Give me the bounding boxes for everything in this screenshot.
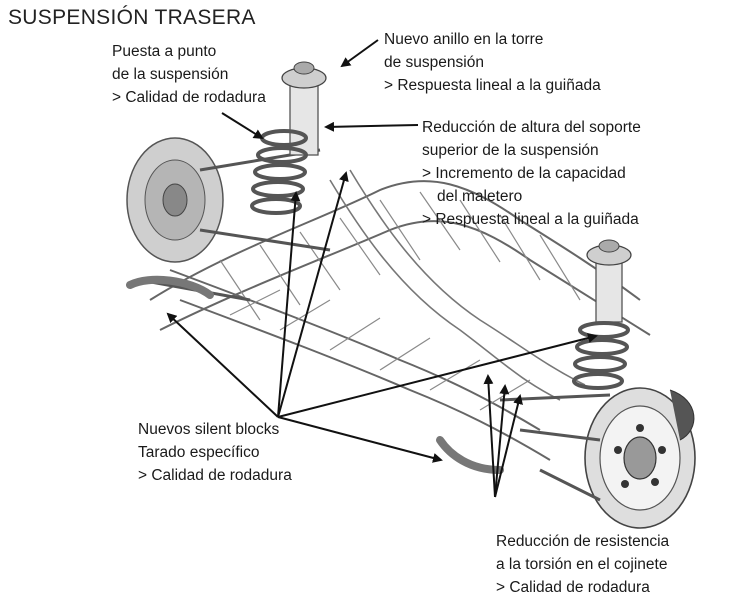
right-disc-brake	[584, 387, 696, 529]
right-control-arms	[436, 393, 611, 502]
left-spring-shock	[250, 61, 327, 215]
callout-line: > Calidad de rodadura	[112, 89, 266, 106]
callout-line: > Calidad de rodadura	[496, 579, 650, 596]
callout-line: a la torsión en el cojinete	[496, 556, 668, 573]
callout-reduccion-resistencia: Reducción de resistencia a la torsión en…	[496, 530, 669, 599]
callout-line: > Respuesta lineal a la guiñada	[422, 211, 639, 228]
callout-arrows	[166, 39, 598, 498]
callout-line: de suspensión	[384, 54, 484, 71]
callout-line: Nuevo anillo en la torre	[384, 31, 544, 48]
left-brake-hub	[126, 137, 224, 263]
callout-puesta-a-punto: Puesta a punto de la suspensión > Calida…	[112, 40, 266, 109]
callout-line: de la suspensión	[112, 66, 229, 83]
callout-line: Reducción de resistencia	[496, 533, 670, 550]
callout-line: Tarado específico	[138, 444, 260, 461]
callout-line: > Respuesta lineal a la guiñada	[384, 77, 601, 94]
callout-line: > Calidad de rodadura	[138, 467, 292, 484]
callout-line: del maletero	[437, 188, 523, 205]
callout-line: Nuevos silent blocks	[138, 421, 280, 438]
right-spring-shock	[572, 239, 632, 390]
callout-line: Reducción de altura del soporte	[422, 119, 641, 136]
callout-silent-blocks: Nuevos silent blocks Tarado específico >…	[138, 418, 292, 487]
callout-line: superior de la suspensión	[422, 142, 599, 159]
callout-line: Puesta a punto	[112, 43, 217, 60]
callout-line: > Incremento de la capacidad	[422, 165, 626, 182]
callout-nuevo-anillo: Nuevo anillo en la torre de suspensión >…	[384, 28, 601, 97]
page-title: SUSPENSIÓN TRASERA	[8, 6, 256, 29]
subframe	[149, 169, 651, 461]
callout-reduccion-altura: Reducción de altura del soporte superior…	[422, 116, 641, 231]
